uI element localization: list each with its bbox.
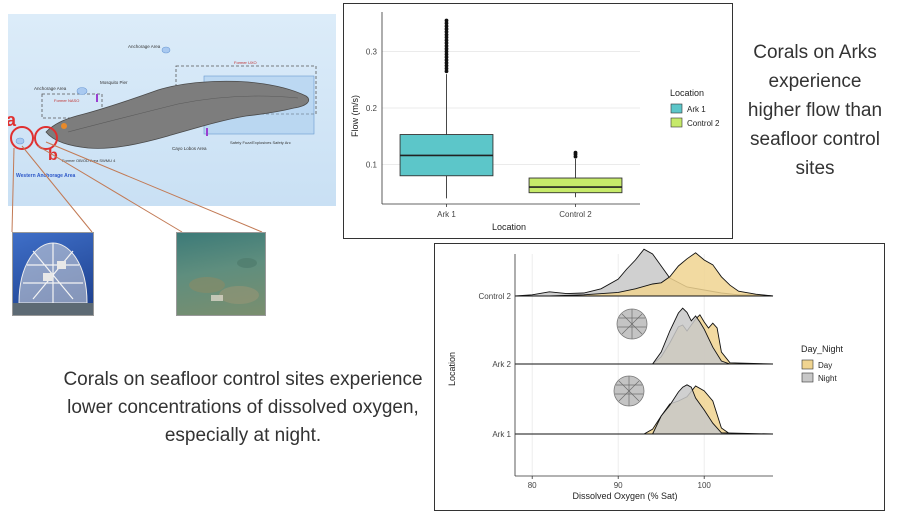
- ark-photo: [12, 232, 94, 316]
- ridgeline-y-tick-label: Ark 1: [492, 430, 511, 439]
- box-outlier: [444, 69, 449, 74]
- island-shape: [45, 80, 310, 149]
- box-outlier: [444, 35, 449, 40]
- legend-swatch-ark1: [670, 103, 683, 114]
- box-outlier: [444, 66, 449, 71]
- ark-dome-graphic: [13, 242, 93, 315]
- map-graphic: Anchorage Area Anchorage Area Mosquito P…: [6, 44, 317, 179]
- ridgeline-plot-group: 80 90 100 Ark 1 Ark 2 Control 2: [479, 248, 774, 490]
- box-outlier: [444, 18, 449, 23]
- ridgeline-legend-title: Day_Night: [801, 344, 844, 354]
- boxplot-y-tick-label: 0.1: [366, 160, 378, 169]
- box-1: [528, 177, 623, 194]
- boxplot-y-tick-label: 0.3: [366, 48, 378, 57]
- ridgeline-x-tick-label: 80: [528, 481, 537, 490]
- box-outlier: [444, 24, 449, 29]
- naso-zone: [41, 93, 103, 119]
- box-outlier: [444, 43, 449, 48]
- density-ark2-night: [515, 307, 773, 365]
- box-outlier: [444, 55, 449, 60]
- site-a-circle: [10, 126, 34, 150]
- oxygen-caption: Corals on seafloor control sites experie…: [63, 369, 423, 446]
- do-ridgeline-panel: 80 90 100 Ark 1 Ark 2 Control 2 Location Diss…: [434, 243, 885, 511]
- site-map: Anchorage Area Anchorage Area Mosquito P…: [6, 14, 336, 206]
- site-b-circle: [34, 126, 58, 150]
- do-ridgeline: 80 90 100 Ark 1 Ark 2 Control 2 Location Diss…: [447, 248, 844, 501]
- boxplot-x-tick-label: Ark 1: [437, 210, 456, 219]
- seafloor-photo: [176, 232, 266, 316]
- box-outlier: [444, 29, 449, 34]
- box-outlier: [444, 60, 449, 65]
- density-ark1-night: [515, 384, 774, 435]
- flow-caption: Corals on Arks experience higher flow th…: [747, 42, 883, 179]
- map-label-mosquito-pier: Mosquito Pier: [100, 80, 128, 85]
- box-outlier: [444, 21, 449, 26]
- box-outlier: [444, 32, 449, 37]
- map-label-former-uxo: Former UXO: [234, 60, 257, 65]
- coral-ark2-icon: [616, 308, 648, 340]
- ridgeline-legend-day: Day: [818, 361, 832, 370]
- map-label-former-naso: Former NASO: [54, 98, 79, 103]
- boxplot-x-tick-label: Control 2: [559, 210, 592, 219]
- flow-boxplot-panel: Flow (m/s) Location Location Ark 1 Contr…: [343, 3, 733, 239]
- legend-swatch-control2: [670, 117, 683, 128]
- box-outlier: [444, 49, 449, 54]
- map-label-former-obod: Former OB/OD Area SWMU 4: [62, 158, 116, 163]
- ridgeline-legend-night: Night: [818, 374, 837, 383]
- map-connector-lines: [11, 141, 263, 233]
- ridgeline-x-tick-label: 100: [698, 481, 712, 490]
- box-outlier: [444, 41, 449, 45]
- box-outlier: [444, 63, 449, 68]
- legend-swatch-night: [801, 372, 814, 383]
- map-label-cayo-lobos: Cayo Lobos Area: [172, 146, 207, 151]
- ridgeline-y-tick-label: Control 2: [479, 292, 512, 301]
- boxplot-y-tick-label: 0.2: [366, 104, 378, 113]
- boxplot-legend-title: Location: [670, 88, 704, 98]
- box-outlier: [444, 27, 449, 31]
- marker-a: a: [8, 110, 17, 130]
- legend-swatch-day: [801, 359, 814, 370]
- seafloor-graphic: [189, 258, 259, 304]
- boxplot-x-axis-label: Location: [492, 222, 526, 232]
- coral-ark1-icon: [613, 375, 645, 407]
- map-label-anchorage-left: Anchorage Area: [34, 86, 67, 91]
- boxplot-legend-ark1: Ark 1: [687, 105, 706, 114]
- box-outlier: [444, 58, 449, 62]
- ridgeline-x-tick-label: 90: [614, 481, 623, 490]
- map-label-western-anchorage: Western Anchorage Area: [16, 173, 75, 179]
- box-outlier: [444, 38, 449, 43]
- box-outlier: [573, 150, 578, 155]
- boxplot-y-axis-label: Flow (m/s): [350, 95, 360, 137]
- ridgeline-y-tick-label: Ark 2: [492, 360, 511, 369]
- map-label-safety-zone: Safety Fuzz/Explosives Safety Arc: [230, 140, 291, 145]
- ridgeline-x-axis-label: Dissolved Oxygen (% Sat): [572, 491, 677, 501]
- box-outlier: [444, 52, 449, 57]
- boxplot-legend-control2: Control 2: [687, 119, 720, 128]
- box-outlier: [444, 46, 449, 51]
- flow-boxplot: Flow (m/s) Location Location Ark 1 Contr…: [350, 12, 720, 232]
- ridgeline-y-axis-label: Location: [447, 352, 457, 386]
- map-label-anchorage-top: Anchorage Area: [128, 44, 161, 49]
- density-control2-day: [515, 252, 774, 297]
